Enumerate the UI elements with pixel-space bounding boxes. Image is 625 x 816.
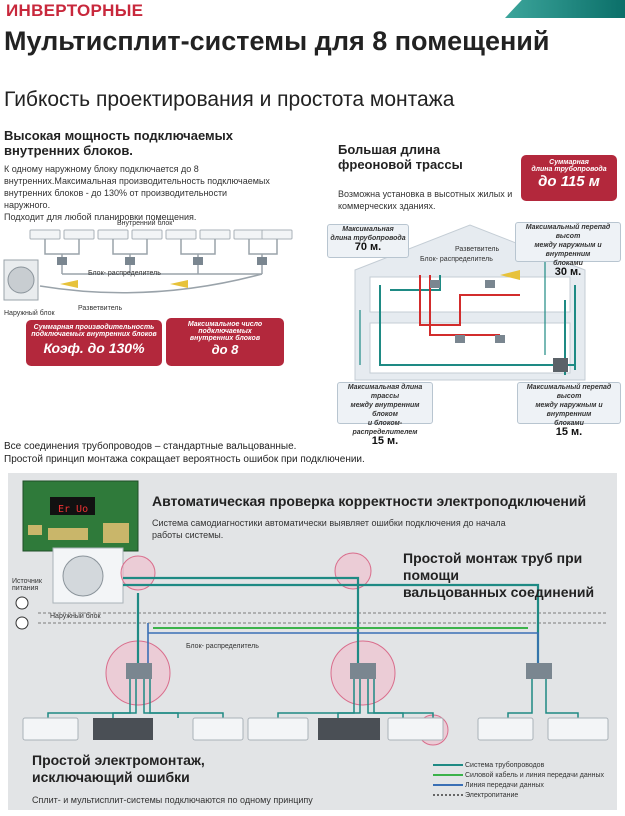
left-text: К одному наружному блоку подключается до…: [4, 164, 270, 222]
error-display: Er Uo: [58, 504, 89, 515]
category-tag: ИНВЕРТОРНЫЕ: [6, 1, 144, 20]
right-label-distributor: Блок- распределитель: [420, 256, 493, 263]
auto-check-text: Система самодиагностики автоматически вы…: [152, 518, 506, 540]
legend-item: Система трубопроводов: [465, 762, 545, 769]
legend-item: Линия передачи данных: [465, 782, 544, 789]
label-indoor: Внутренний блок: [117, 220, 173, 227]
distributor-label: Блок- распределитель: [186, 643, 259, 650]
header-accent-bar: [505, 0, 625, 18]
page-title: Мультисплит-системы для 8 помещений: [4, 26, 550, 56]
footer-text: Сплит- и мультисплит-системы подключаютс…: [32, 795, 313, 805]
right-heading: Большая длина фреоновой трассы: [338, 142, 463, 172]
legend: Система трубопроводов Силовой кабель и л…: [465, 761, 604, 801]
right-label-branch: Разветвитель: [455, 246, 500, 253]
middle-text: Все соединения трубопроводов – стандартн…: [4, 441, 365, 465]
auto-check-title: Автоматическая проверка корректности эле…: [152, 493, 587, 509]
label-distributor: Блок- распределитель: [88, 270, 161, 277]
label-branch: Разветвитель: [78, 305, 123, 312]
legend-item: Электропитание: [465, 792, 519, 799]
page-subtitle: Гибкость проектирования и простота монта…: [4, 88, 455, 111]
capacity-box: Суммарная производительность подключаемы…: [26, 320, 162, 366]
left-diagram: [3, 229, 293, 301]
elec-title: Простой электромонтаж,исключающий ошибки: [32, 752, 205, 785]
left-heading: Высокая мощность подключаемых внутренних…: [4, 128, 233, 158]
max-units-box: Максимальное число подключаемых внутренн…: [166, 318, 284, 366]
outdoor-unit-label: Наружный блок: [50, 613, 101, 620]
legend-item: Силовой кабель и линия передачи данных: [465, 772, 605, 779]
label-outdoor: Наружный блок: [4, 310, 55, 317]
wiring-diagram: [15, 480, 609, 796]
total-length-box: Суммарная длина трубопровода до 115 м: [521, 155, 617, 201]
